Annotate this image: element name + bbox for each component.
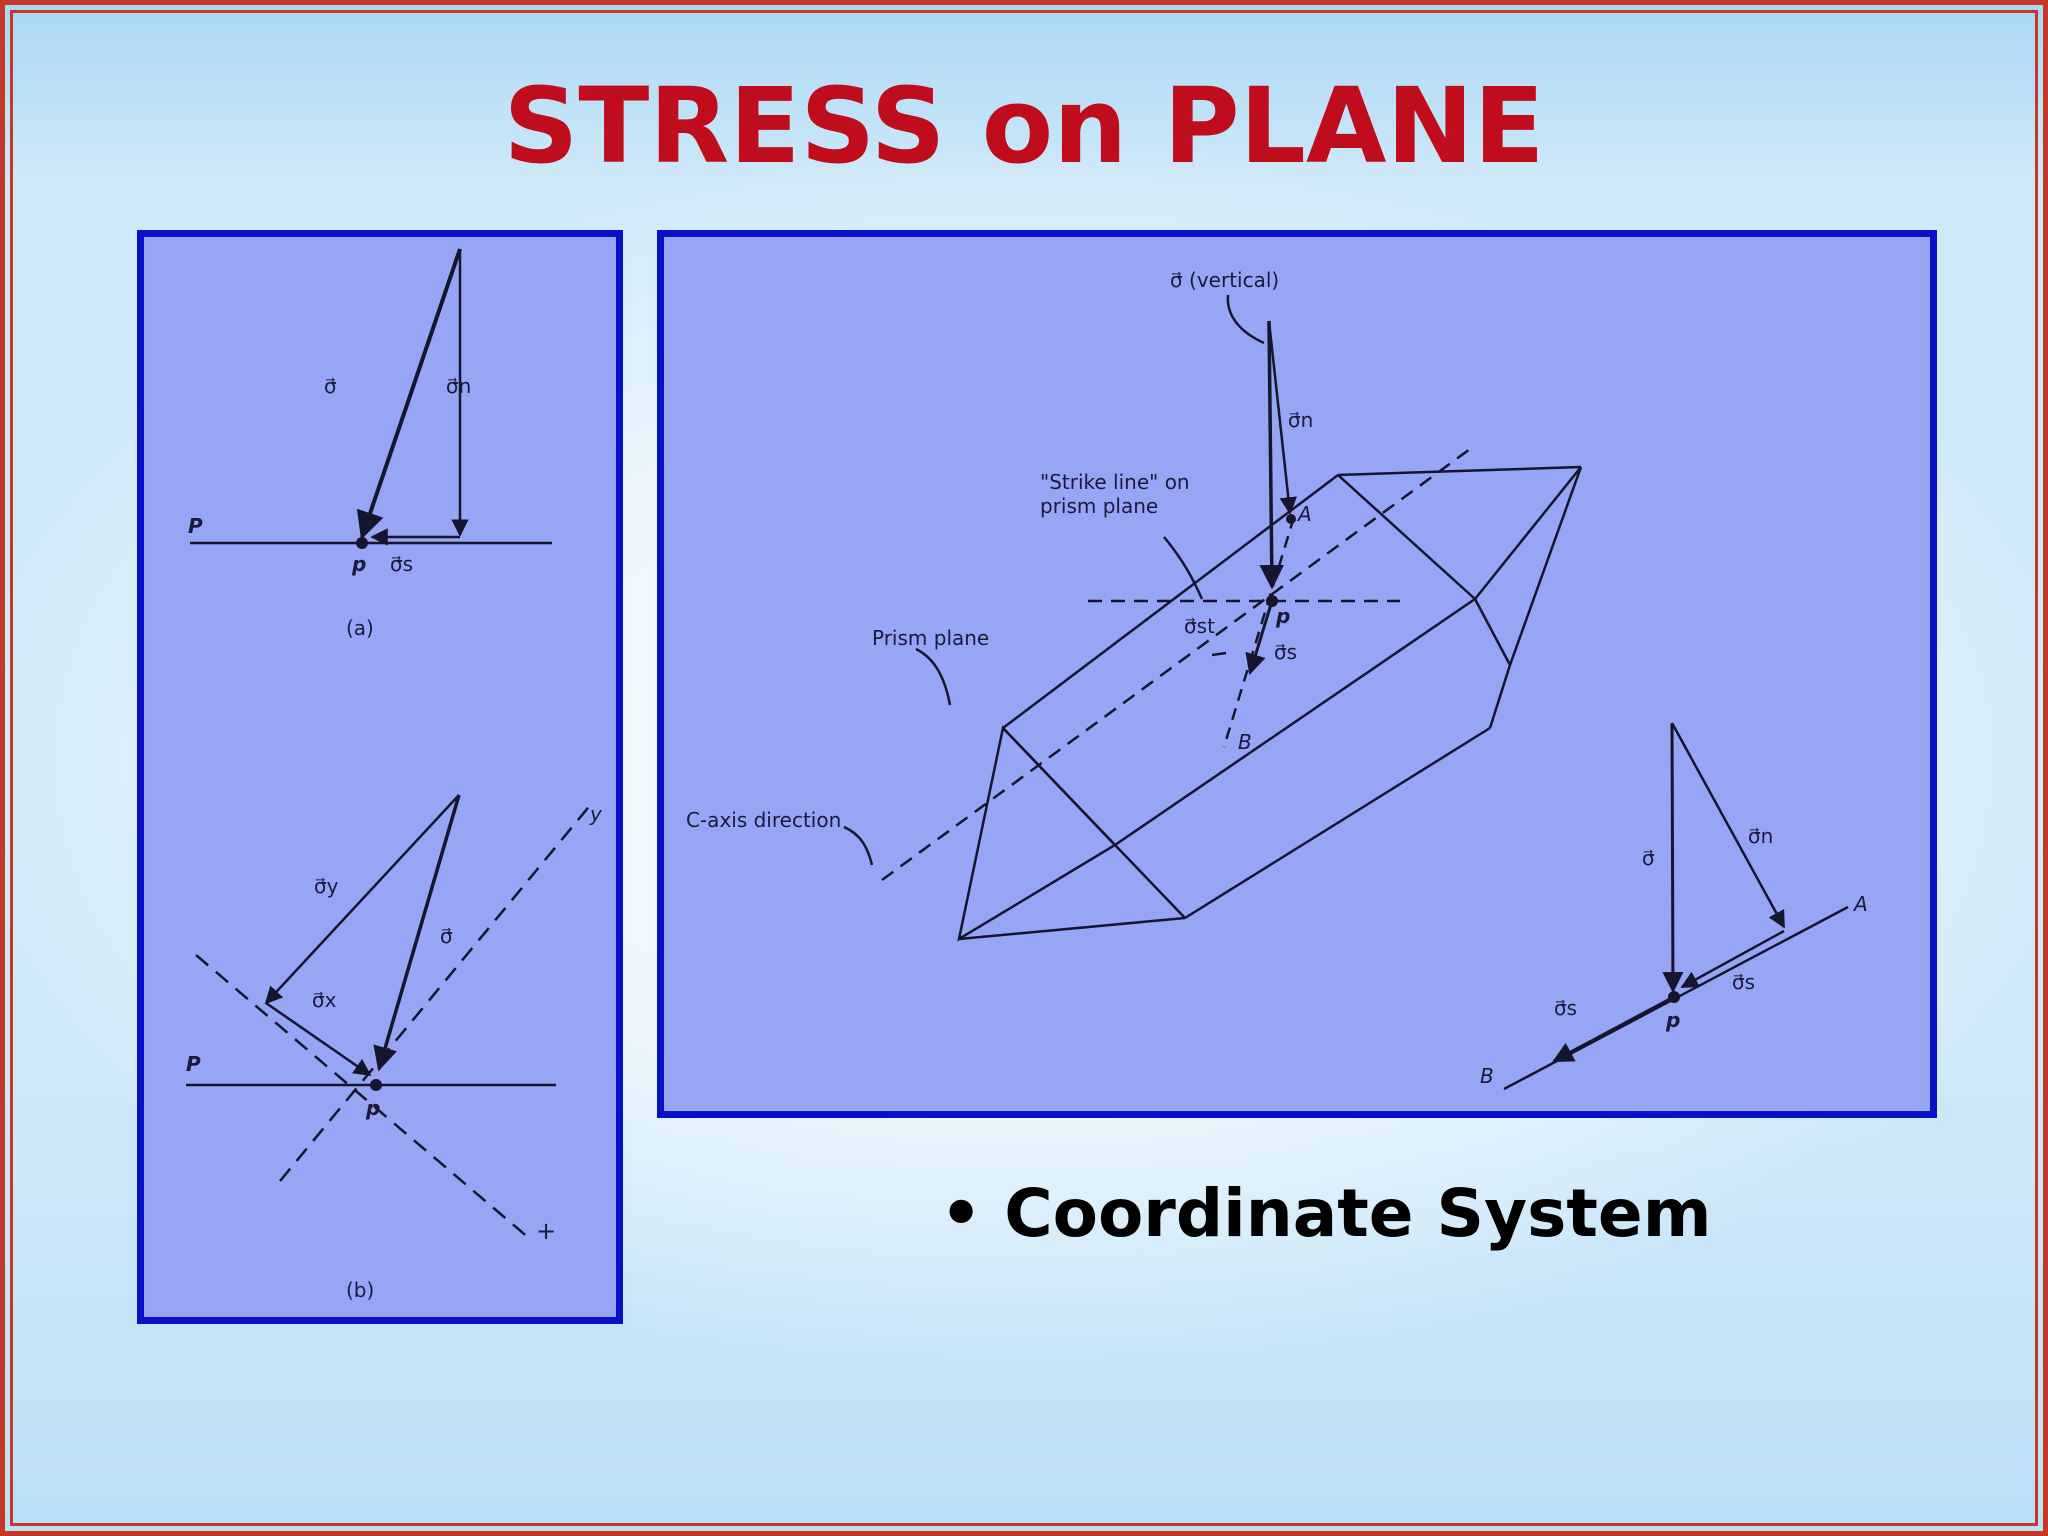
inset-sigma-vector bbox=[1662, 722, 1684, 994]
slide-title: STRESS on PLANE bbox=[503, 65, 1545, 187]
point-p bbox=[1266, 595, 1278, 607]
prism-edge bbox=[1474, 466, 1582, 600]
sigma-s-vector bbox=[1245, 600, 1274, 676]
inset-label-point-p: p bbox=[1665, 1008, 1680, 1032]
label-strike-line-2: prism plane bbox=[1040, 494, 1158, 518]
label-axis-plus: + bbox=[536, 1217, 556, 1245]
label-point-p: p bbox=[1275, 604, 1290, 628]
inset-label-sigma-s: σ⃗s bbox=[1732, 970, 1755, 994]
figure-right-diagram: σ⃗ (vertical) σ⃗n "Strike line" on prism… bbox=[686, 268, 1868, 1091]
sigma-vector-a bbox=[356, 248, 462, 540]
leader-prism-plane bbox=[915, 647, 952, 706]
label-plane-b: P bbox=[186, 1052, 201, 1076]
inset-point-p bbox=[1668, 991, 1680, 1003]
inset-label-sigma-s-left: σ⃗s bbox=[1554, 996, 1577, 1020]
label-sigma-n-a: σ⃗n bbox=[446, 374, 471, 398]
inset-sigma-s-vector bbox=[1680, 929, 1785, 989]
prism-edge bbox=[1488, 664, 1512, 729]
leader-strike-line bbox=[1163, 536, 1204, 600]
label-sigma-s-a: σ⃗s bbox=[390, 552, 413, 576]
label-prism-plane: Prism plane bbox=[872, 626, 989, 650]
label-sigma-vertical: σ⃗ (vertical) bbox=[1170, 268, 1279, 292]
inset-label-sigma-n: σ⃗n bbox=[1748, 824, 1773, 848]
label-point-a: p bbox=[351, 552, 366, 576]
bullet-coordinate-system: • Coordinate System bbox=[940, 1172, 1711, 1256]
sigma-x-vector bbox=[265, 1001, 372, 1077]
prism-edge bbox=[958, 916, 1186, 941]
leader-c-axis bbox=[843, 825, 874, 866]
prism-left-cap-lower bbox=[957, 725, 1117, 942]
inset-label-point-a: A bbox=[1852, 892, 1868, 916]
prism-edge bbox=[1184, 726, 1491, 920]
prism-edge bbox=[1508, 466, 1583, 666]
figure-right-panel: σ⃗ (vertical) σ⃗n "Strike line" on prism… bbox=[657, 230, 1937, 1118]
prism-edge bbox=[1337, 474, 1476, 600]
bullet-dot-icon: • bbox=[940, 1175, 983, 1252]
prism-edge bbox=[1114, 844, 1186, 919]
sigma-st-tick bbox=[1211, 651, 1227, 657]
inset-sigma-n-vector bbox=[1670, 722, 1786, 929]
label-sigma-b: σ⃗ bbox=[440, 924, 453, 948]
point-p-a bbox=[356, 537, 368, 549]
label-sigma-a: σ⃗ bbox=[324, 374, 337, 398]
label-c-axis: C-axis direction bbox=[686, 808, 841, 832]
label-point-b: B bbox=[1238, 730, 1252, 754]
sigma-vector-b bbox=[373, 794, 461, 1072]
sigma-vertical-vector bbox=[1259, 320, 1285, 590]
figure-left-diagram: σ⃗ σ⃗n σ⃗s P p (a) σ⃗y σ⃗ σ⃗x P p y + (b… bbox=[186, 248, 603, 1302]
label-sigma-x: σ⃗x bbox=[312, 988, 337, 1012]
label-strike-line: "Strike line" on bbox=[1040, 470, 1190, 494]
point-a bbox=[1286, 514, 1296, 524]
inset-sigma-s-left-vector bbox=[1552, 997, 1671, 1063]
caption-b: (b) bbox=[346, 1278, 374, 1302]
label-point-a: A bbox=[1296, 502, 1312, 526]
label-point-b: p bbox=[365, 1096, 380, 1120]
x-axis-dashed bbox=[195, 954, 531, 1240]
bullet-text: Coordinate System bbox=[1004, 1175, 1712, 1252]
label-axis-y: y bbox=[589, 802, 603, 826]
prism-edge bbox=[1473, 598, 1512, 666]
prism-edge bbox=[1002, 727, 1116, 846]
label-sigma-y: σ⃗y bbox=[314, 874, 339, 898]
label-plane-a: P bbox=[188, 514, 203, 538]
y-axis-dashed bbox=[279, 802, 593, 1182]
c-axis-dashed bbox=[881, 447, 1471, 882]
prism-edge bbox=[1337, 465, 1582, 477]
inset-label-point-b: B bbox=[1480, 1064, 1494, 1088]
sigma-n-vector bbox=[1267, 320, 1297, 515]
label-sigma-s: σ⃗s bbox=[1274, 640, 1297, 664]
figure-left-panel: σ⃗ σ⃗n σ⃗s P p (a) σ⃗y σ⃗ σ⃗x P p y + (b… bbox=[137, 230, 623, 1324]
point-p-b bbox=[370, 1079, 382, 1091]
dip-line-dashed bbox=[1222, 516, 1296, 748]
leader-sigma-vertical bbox=[1226, 294, 1265, 345]
caption-a: (a) bbox=[346, 616, 374, 640]
inset-label-sigma: σ⃗ bbox=[1642, 846, 1655, 870]
label-sigma-n: σ⃗n bbox=[1288, 408, 1313, 432]
prism-edge bbox=[1114, 597, 1476, 847]
label-sigma-st: σ⃗st bbox=[1184, 614, 1215, 638]
sigma-y-vector bbox=[264, 794, 460, 1005]
